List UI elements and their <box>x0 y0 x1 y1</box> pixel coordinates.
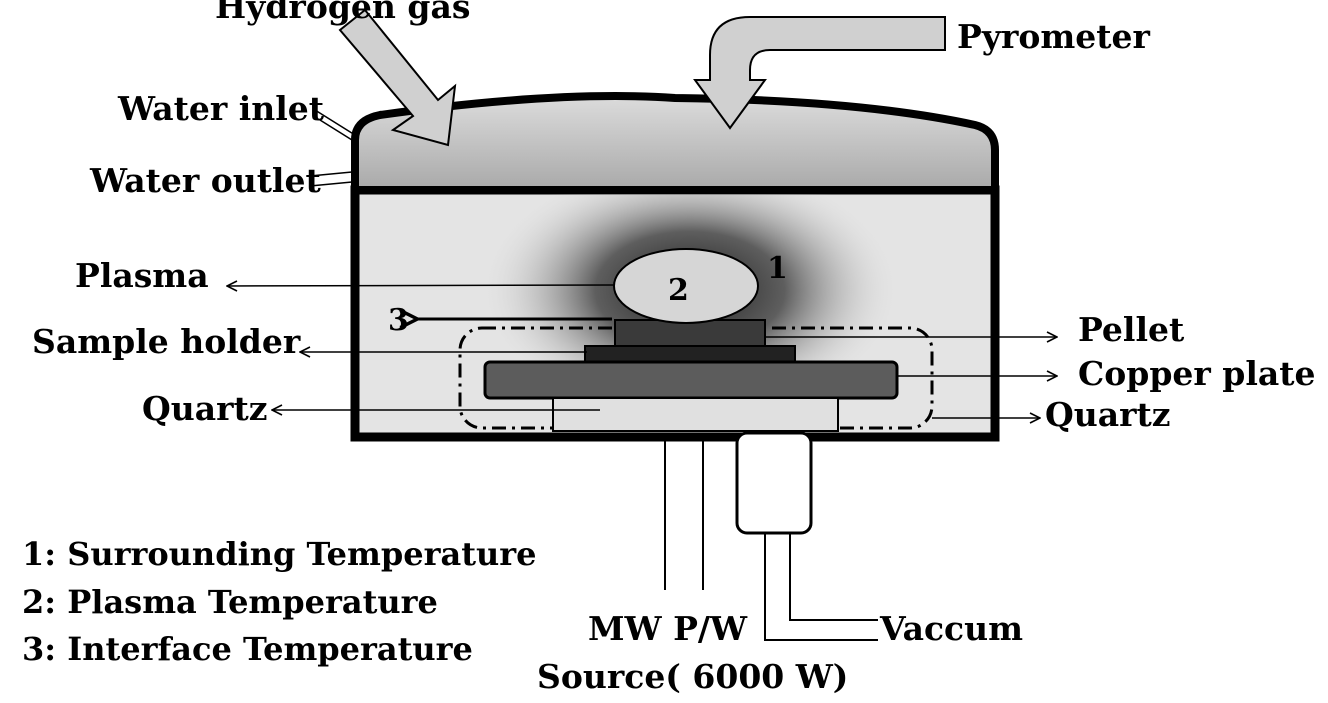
label-vaccum: Vaccum <box>879 609 1023 648</box>
water-inlet-line <box>314 109 356 141</box>
marker-1: 1 <box>767 251 788 286</box>
label-copper-plate: Copper plate <box>1078 354 1316 393</box>
sample-holder <box>584 345 796 363</box>
quartz-support <box>552 397 839 432</box>
pellet <box>614 319 766 349</box>
water-outlet-line <box>309 171 353 187</box>
label-mw-pw: MW P/W <box>588 609 748 648</box>
plasma-leader <box>227 285 616 286</box>
label-quartz-left: Quartz <box>142 389 268 428</box>
vacuum-port <box>735 431 813 535</box>
legend-item-3: 3: Interface Temperature <box>22 630 473 668</box>
label-pellet: Pellet <box>1078 310 1185 349</box>
legend-item-1: 1: Surrounding Temperature <box>22 535 536 573</box>
hydrogen-inlet-arrow <box>338 8 457 147</box>
plasma-ball <box>613 248 759 324</box>
label-source: Source( 6000 W) <box>537 657 848 696</box>
label-sample-holder: Sample holder <box>32 322 301 361</box>
label-water-outlet: Water outlet <box>89 161 321 200</box>
label-hydrogen-gas: Hydrogen gas <box>215 0 470 26</box>
legend-item-2: 2: Plasma Temperature <box>22 583 438 621</box>
label-plasma: Plasma <box>75 256 209 295</box>
label-quartz-right: Quartz <box>1045 395 1171 434</box>
pyrometer-arrow <box>693 16 946 130</box>
marker-2: 2 <box>668 273 689 308</box>
chamber-lid <box>351 92 999 194</box>
mw-feed-lines <box>664 437 704 590</box>
vacuum-lines <box>764 533 878 641</box>
label-water-inlet: Water inlet <box>117 89 325 128</box>
marker-3: 3 <box>388 303 409 338</box>
copper-plate <box>483 360 899 400</box>
label-pyrometer: Pyrometer <box>957 17 1151 56</box>
